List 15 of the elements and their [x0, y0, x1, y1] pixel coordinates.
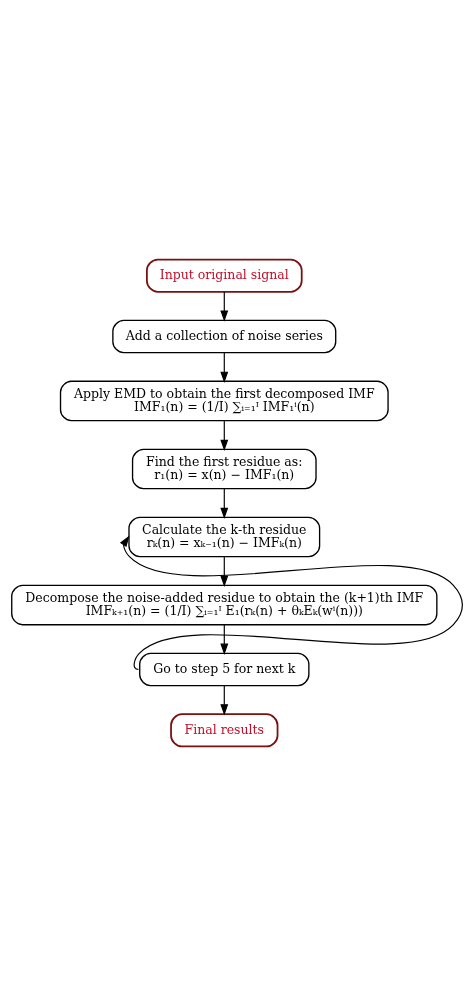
arrow: [220, 488, 229, 520]
node-box: Apply EMD to obtain the first decomposed IMF IMF₁(n) = (1/I) ∑ᵢ₌₁ᴵ IMF₁ⁱ(n): [59, 380, 389, 422]
arrow: [220, 291, 229, 322]
node-box: Decompose the noise-added residue to obtain the (k+1)th IMF IMFₖ₊₁(n) = (1/I) ∑ᵢ₌₁ᴵ E₁(rₖ(n) + θₖEₖ(wⁱ(n))): [11, 584, 438, 626]
arrow: [220, 624, 229, 655]
node-box: Calculate the k-th residue rₖ(n) = xₖ₋₁(n) − IMFₖ(n): [128, 516, 321, 558]
arrow: [220, 685, 229, 716]
node-box: Final results: [170, 713, 279, 748]
arrow: [220, 352, 229, 383]
node-box: Add a collection of noise series: [112, 319, 337, 354]
node-box: Input original signal: [146, 258, 303, 293]
node-box: Find the first residue as: r₁(n) = x(n) − IMF₁(n): [131, 448, 317, 490]
arrow: [220, 420, 229, 451]
node-box: Go to step 5 for next k: [139, 652, 310, 687]
arrow: [220, 556, 229, 588]
